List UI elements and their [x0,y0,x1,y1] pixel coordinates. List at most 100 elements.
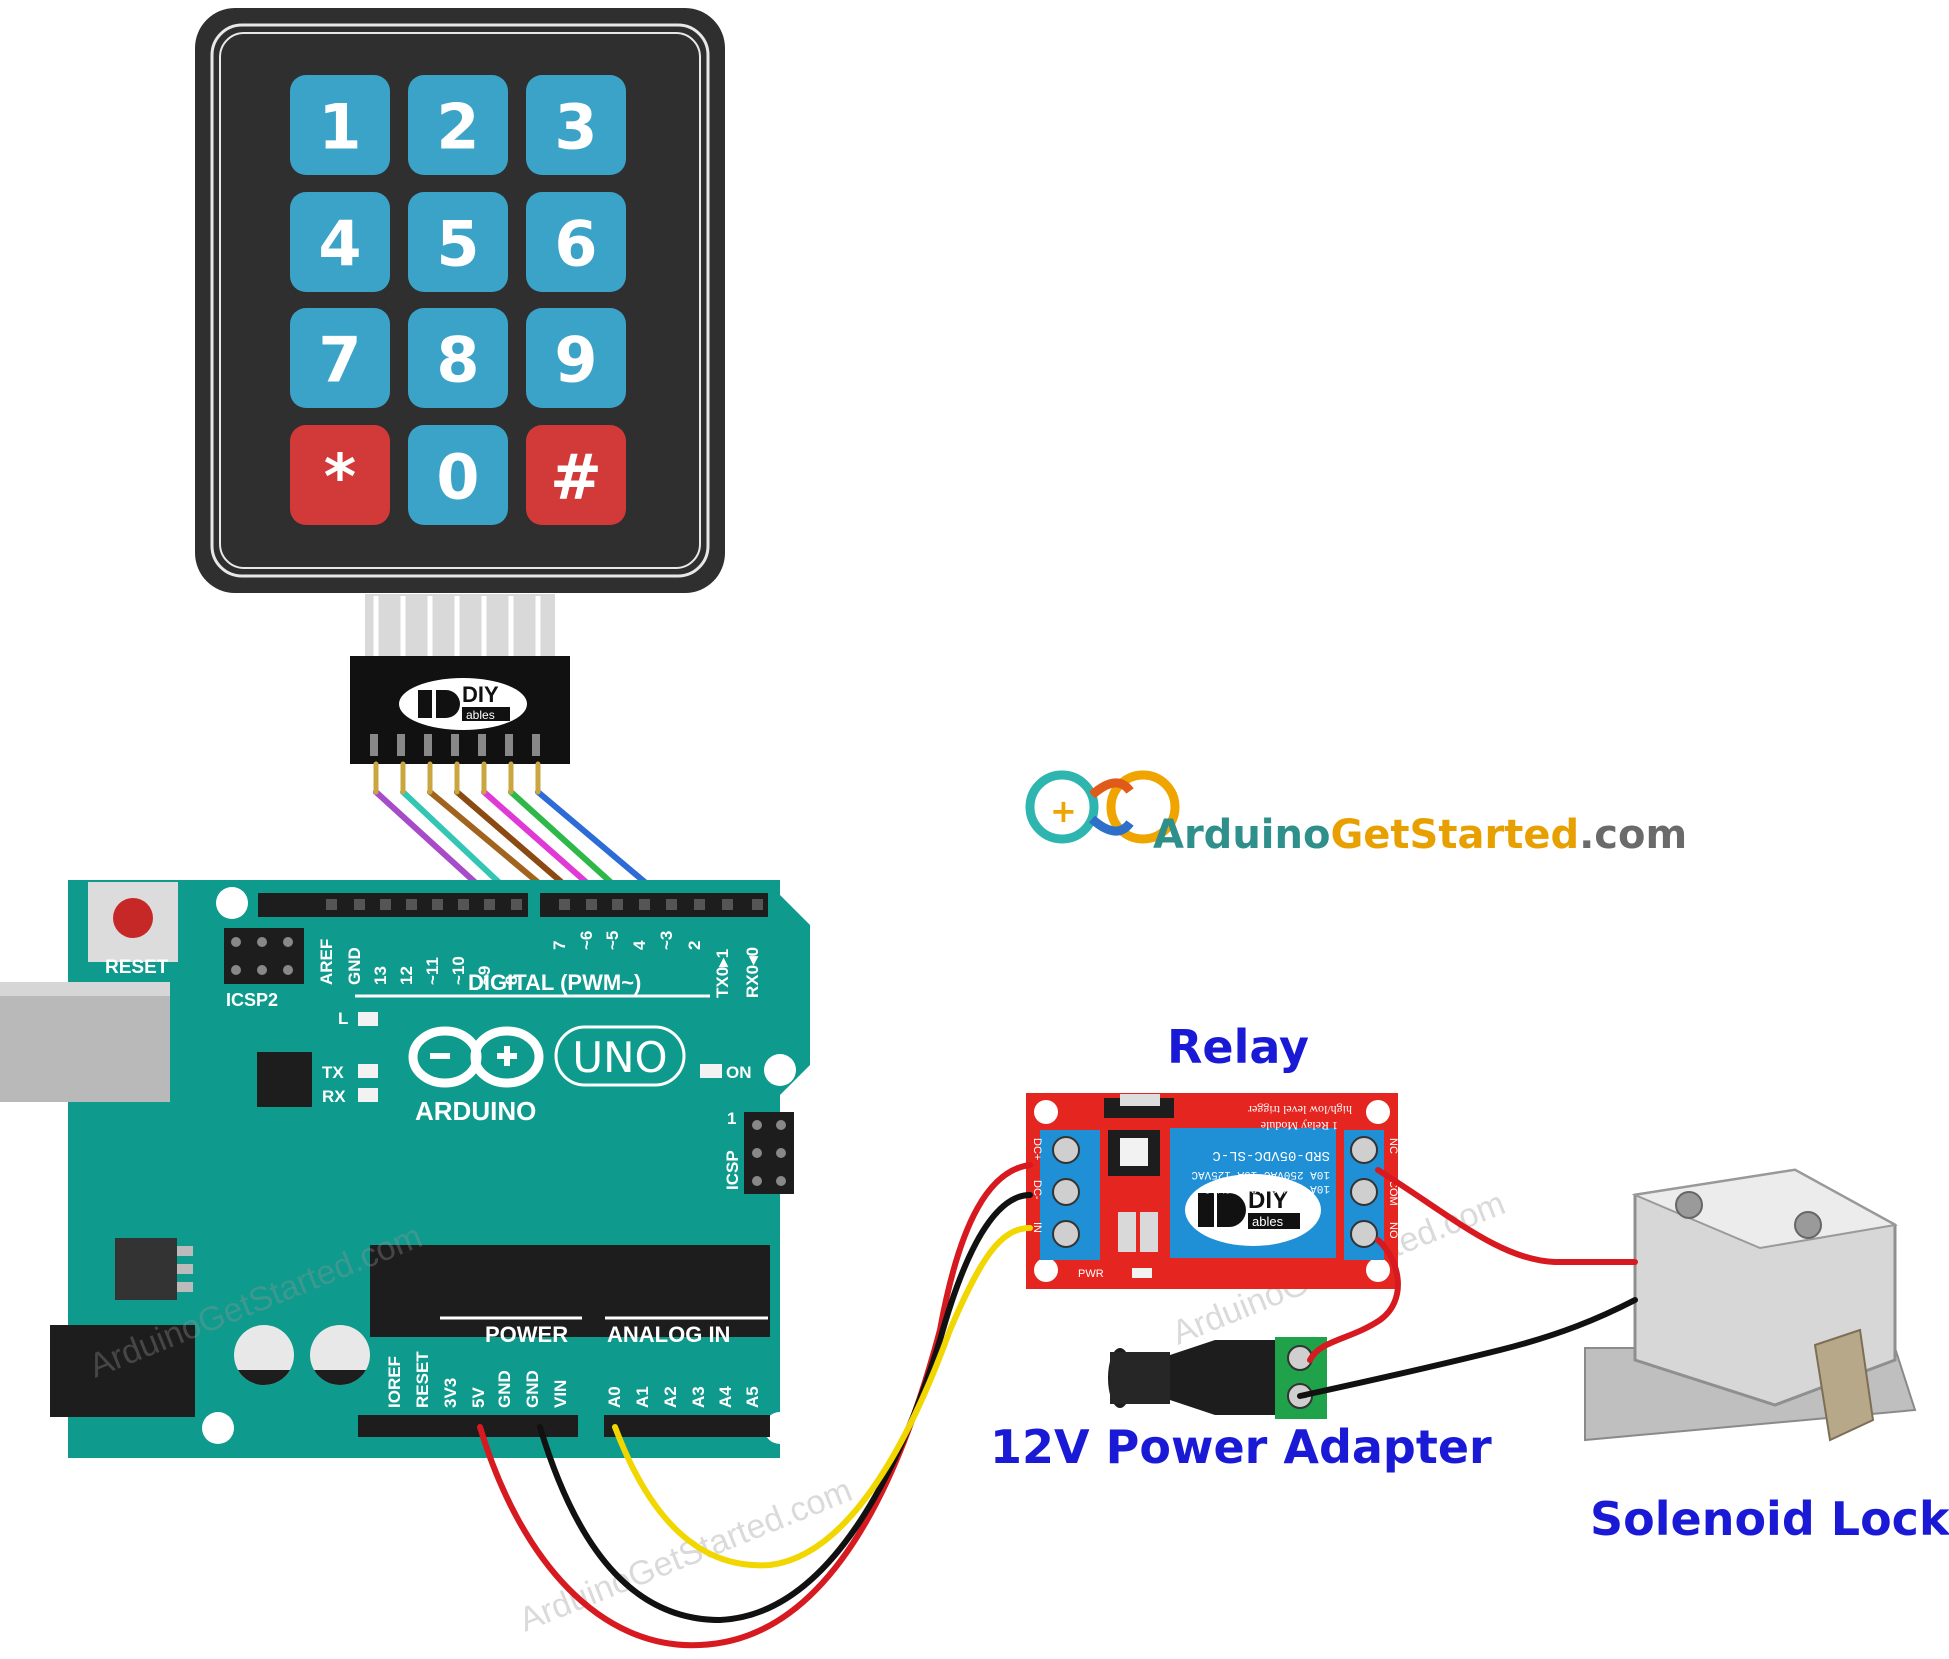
relay-out-label: COM [1387,1180,1399,1206]
solenoid-screw-1 [1675,1191,1703,1219]
led-rx-label: RX [322,1087,346,1106]
keypad-border [210,23,710,578]
digital-pin-label: AREF [317,939,336,985]
power-pin-label: GND [495,1370,514,1408]
solenoid-latch [1813,1328,1875,1442]
dc-jack [50,1325,195,1417]
relay-pin-label: DC+ [1031,1138,1043,1160]
site-name-part1: Arduino [1153,812,1330,858]
analog-pin-label: A1 [633,1386,652,1408]
digital-pin-label: 4 [630,940,649,950]
power-header [358,1415,578,1437]
key-6[interactable]: 6 [526,192,626,292]
icsp-label: ICSP [723,1150,742,1190]
relay-out-label: NC [1387,1138,1399,1154]
power-adapter-label: 12V Power Adapter [990,1420,1492,1474]
key-7[interactable]: 7 [290,308,390,408]
solenoid-screw-2 [1794,1211,1822,1239]
icsp2-header [224,928,304,984]
relay-part-number: SRD-05VDC-SL-C [1212,1147,1330,1163]
wire-5v-to-relay [477,1162,1033,1649]
solenoid-label: Solenoid Lock [1590,1492,1949,1546]
analog-header-label: ANALOG IN [607,1322,730,1347]
digital-pin-label: RX0◂0 [743,947,762,998]
digital-pin-label: ~5 [603,931,622,950]
relay-out-label: NO [1387,1222,1399,1239]
power-pin-label: IOREF [385,1356,404,1408]
key-3[interactable]: 3 [526,75,626,175]
key-label: 5 [436,208,479,281]
digital-pin-label: 12 [397,966,416,985]
key-0[interactable]: 0 [408,425,508,525]
digital-pin-label: 13 [371,966,390,985]
key-label: 6 [554,208,597,281]
relay-rating-1: 10A 250VAC 10A 125VAC [1191,1168,1330,1180]
voltage-regulator [115,1238,177,1300]
led-tx [358,1064,378,1078]
key-label: 0 [436,441,479,514]
reset-label: RESET [105,957,169,978]
key-5[interactable]: 5 [408,192,508,292]
key-1[interactable]: 1 [290,75,390,175]
keypad-brand-bottom: ables [466,708,495,722]
power-pin-label: GND [523,1370,542,1408]
key-label: 2 [436,91,479,164]
usb-connector [0,982,170,1102]
icsp-header [744,1112,794,1194]
led-on-label: ON [726,1063,752,1082]
arduino-logo [408,1026,544,1088]
key-4[interactable]: 4 [290,192,390,292]
key-label: * [324,441,356,514]
analog-pin-label: A2 [661,1386,680,1408]
icsp-pin1-label: 1 [727,1109,736,1128]
power-adapter [1108,1337,1327,1419]
power-pin-label: RESET [413,1351,432,1408]
keypad-ribbon [365,594,555,658]
site-name: ArduinoGetStarted.com [1153,812,1687,858]
keypad-connector-pins [370,734,540,756]
icsp2-label: ICSP2 [226,990,278,1010]
wire-relay-to-adapter [1307,1237,1401,1363]
wire-relay-to-solenoid [1375,1167,1638,1266]
wire-adapter-to-solenoid [1297,1297,1638,1399]
digital-pin-label: ~3 [657,931,676,950]
key-9[interactable]: 9 [526,308,626,408]
led-l-label: L [338,1009,348,1028]
relay-pwr-label: PWR [1078,1268,1104,1280]
digital-pin-label: GND [345,947,364,985]
relay-pin-label: IN [1031,1222,1043,1233]
relay-brand-logo: DIY ables [1185,1174,1321,1246]
key-label: # [550,441,602,514]
led-tx-label: TX [322,1063,344,1082]
relay-rating-2: 10A 30VDC 10A 28VDC [1204,1182,1330,1194]
key-8[interactable]: 8 [408,308,508,408]
site-logo-icon [1025,770,1180,844]
power-pin-label: VIN [551,1380,570,1408]
keypad-brand-top: DIY [462,682,499,707]
key-2[interactable]: 2 [408,75,508,175]
wire-a0-to-relay [612,1225,1033,1569]
wires [477,1162,1638,1649]
key-label: 7 [318,324,361,397]
analog-pin-label: A3 [689,1386,708,1408]
atmega-chip [370,1245,770,1337]
relay-module-text: 1 Relay Module [1261,1119,1338,1133]
power-pin-label: 3V3 [441,1378,460,1408]
relay-pin-label: DC- [1031,1180,1043,1200]
relay-trigger-text: high/low level trigger [1248,1103,1352,1117]
relay-label: Relay [1167,1020,1309,1074]
relay-brand-bottom: ables [1252,1214,1284,1229]
relay-pin-labels: DC+ NC DC- COM IN NO [1031,1138,1399,1239]
site-logo-plus-icon: + [1050,792,1077,830]
digital-header-label: DIGITAL (PWM~) [468,970,641,995]
key-star[interactable]: * [290,425,390,525]
power-pin-label: 5V [469,1387,488,1408]
analog-pin-label: A4 [716,1386,735,1408]
key-label: 8 [436,324,479,397]
key-label: 9 [554,324,597,397]
key-hash[interactable]: # [526,425,626,525]
